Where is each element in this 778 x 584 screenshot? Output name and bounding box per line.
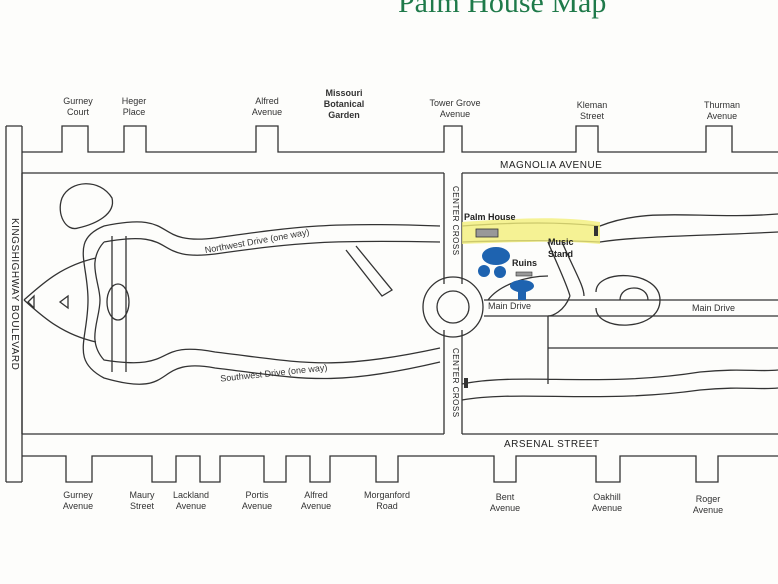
arrow-west-small [27, 294, 35, 310]
north-label-alfred-avenue: Alfred Avenue [251, 96, 283, 117]
south-label-roger-avenue: Roger Avenue [692, 494, 724, 515]
south-label-portis-avenue: Portis Avenue [241, 490, 273, 511]
south-label-lackland-avenue: Lackland Avenue [172, 490, 210, 511]
north-label-gurney-court: Gurney Court [63, 96, 93, 117]
roundabout-island [436, 290, 470, 324]
music-stand-label: Music Stand [548, 237, 574, 259]
south-label-morganford-road: Morganford Road [363, 490, 411, 511]
palm-house-label: Palm House [464, 212, 516, 222]
south-east-drive [461, 316, 778, 401]
magnolia-road-top [22, 125, 778, 153]
south-label-bent-avenue: Bent Avenue [489, 492, 521, 513]
kingshighway-label: KINGSHIGHWAY BOULEVARD [9, 218, 20, 371]
western-loop [82, 221, 441, 385]
palm-house-building [475, 228, 499, 238]
north-label-heger-place: Heger Place [121, 96, 147, 117]
palm-house-highlight [462, 218, 600, 244]
main-drive-east [484, 299, 778, 317]
north-label-tower-grove: Tower Grove Avenue [429, 98, 481, 119]
ruins-mushroom [510, 280, 534, 300]
magnolia-avenue-label: MAGNOLIA AVENUE [500, 160, 603, 171]
roundabout [422, 276, 484, 338]
arrow-west [58, 294, 69, 310]
map-title: Palm House Map [398, 0, 607, 19]
north-label-botanical-garden: Missouri Botanical Garden [323, 88, 365, 120]
arsenal-road-bottom [22, 455, 778, 483]
main-drive-label-east: Main Drive [692, 303, 736, 313]
north-label-thurman-avenue: Thurman Avenue [703, 100, 740, 121]
northwest-spur [345, 245, 393, 297]
west-cross-drive [23, 236, 127, 372]
center-cross-label-top: CENTER CROSS [451, 186, 460, 256]
arsenal-street-label: ARSENAL STREET [504, 439, 600, 450]
south-label-gurney-avenue: Gurney Avenue [62, 490, 94, 511]
main-drive-east-loop [595, 274, 661, 326]
ruins-structure [515, 271, 533, 277]
main-drive-label-west: Main Drive [488, 301, 532, 311]
south-label-oakhill-avenue: Oakhill Avenue [591, 492, 623, 513]
gate-mark-2 [464, 378, 468, 388]
south-label-alfred-avenue: Alfred Avenue [300, 490, 332, 511]
north-label-kleman-street: Kleman Street [576, 100, 608, 121]
gate-mark [594, 226, 598, 236]
kidney-pond [59, 183, 114, 230]
music-stand-drive [547, 241, 585, 317]
center-cross-label-bottom: CENTER CROSS [451, 348, 460, 418]
ruins-label: Ruins [512, 258, 538, 268]
pond-large [482, 247, 510, 265]
small-oval [106, 283, 130, 321]
pond-small-2 [494, 266, 506, 278]
south-label-maury-street: Maury Street [129, 490, 155, 511]
pond-small-1 [478, 265, 490, 277]
